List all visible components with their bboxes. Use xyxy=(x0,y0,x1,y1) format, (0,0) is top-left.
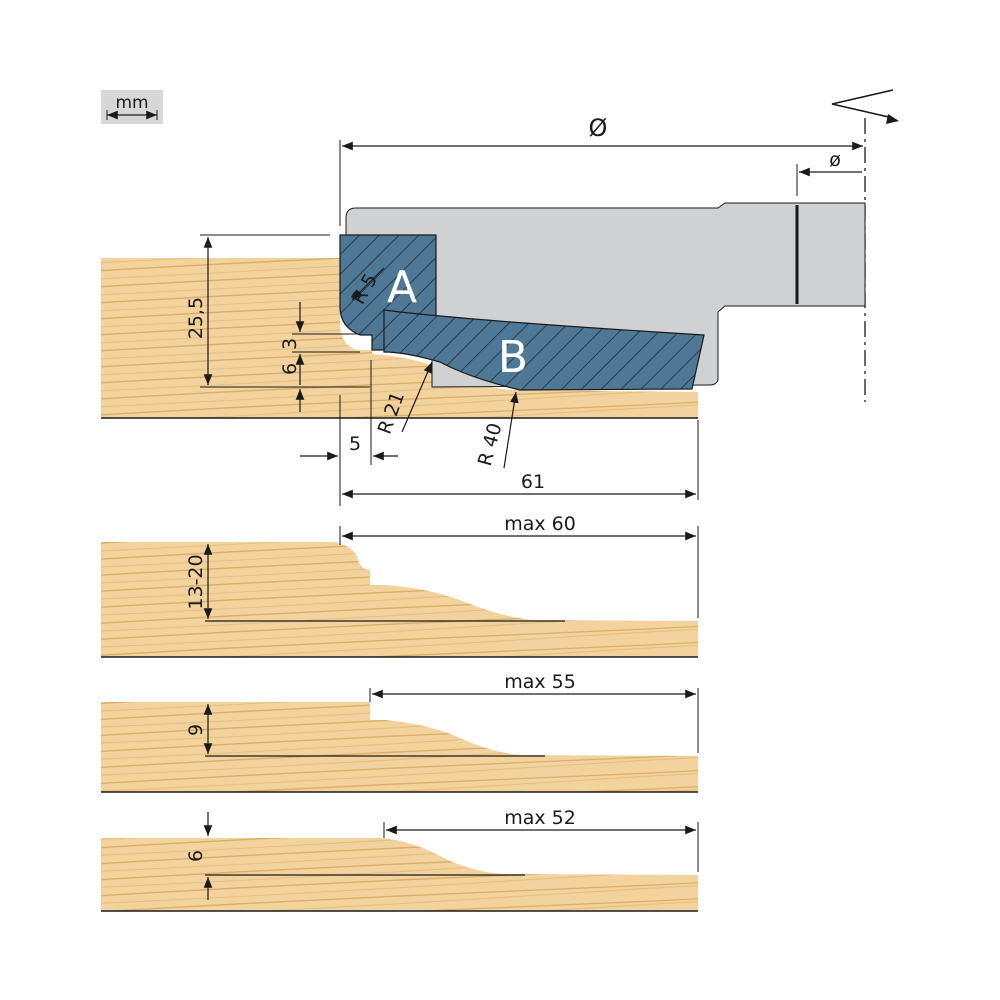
diameter-symbol: Ø xyxy=(589,114,608,142)
profile-panel-2: 9 max 55 xyxy=(101,671,699,793)
step-dimension: 3 6 xyxy=(279,302,360,412)
profile-1-thickness: 13-20 xyxy=(185,554,207,609)
bore-dimension: ø xyxy=(796,149,862,196)
total-width-value: 61 xyxy=(521,471,545,493)
profile-panel-1: 13-20 max 60 xyxy=(101,513,699,658)
rotation-direction-icon xyxy=(831,89,899,124)
bore-symbol: ø xyxy=(829,149,841,171)
workpiece-profile-1 xyxy=(101,542,698,657)
units-label: mm xyxy=(115,93,148,113)
profile-3-max-width: max 52 xyxy=(504,807,576,829)
knife-b xyxy=(383,309,705,391)
knife-a-label: A xyxy=(387,262,417,313)
offset-dimension: 5 xyxy=(300,360,398,506)
height-value: 25,5 xyxy=(185,297,207,339)
step-bottom-value: 6 xyxy=(279,363,301,375)
profile-2-max-width: max 55 xyxy=(504,671,576,693)
workpiece-top xyxy=(101,258,698,418)
profile-panel-3: 6 max 52 xyxy=(101,807,699,912)
radius-large-value: R 40 xyxy=(474,421,506,469)
workpiece-profile-2 xyxy=(101,702,698,792)
knife-b-label: B xyxy=(498,332,528,383)
diameter-dimension: Ø xyxy=(339,114,863,226)
offset-value: 5 xyxy=(349,433,361,455)
units-badge: mm xyxy=(101,90,163,124)
total-width-dimension: 61 xyxy=(342,420,699,500)
profile-3-thickness: 6 xyxy=(185,850,207,862)
height-dimension: 25,5 xyxy=(185,234,370,388)
profile-2-thickness: 9 xyxy=(185,724,207,736)
step-top-value: 3 xyxy=(279,338,301,350)
profile-1-max-width: max 60 xyxy=(504,513,576,535)
